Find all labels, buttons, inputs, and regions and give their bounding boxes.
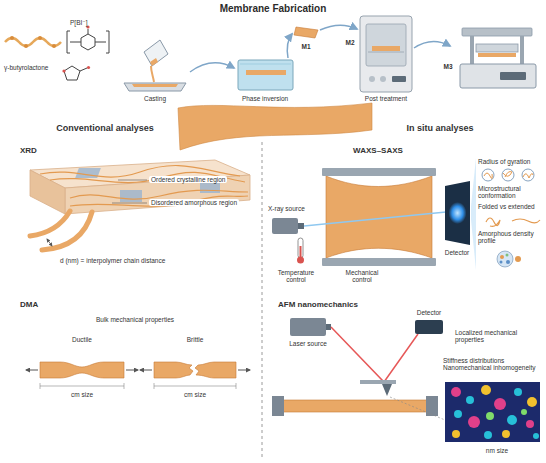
part-label: X-ray source (268, 205, 305, 212)
output-label: Stiffness distributions Nanomechanical i… (443, 357, 544, 372)
property-label: Bulk mechanical properties (65, 316, 205, 323)
part-label: Detector (409, 309, 449, 316)
output-label: Localized mechanical properties (455, 329, 543, 344)
method-heading: DMA (20, 300, 38, 309)
step-label: Post treatment (351, 95, 421, 102)
part-label: Detector (437, 249, 477, 256)
section-heading: In situ analyses (380, 123, 500, 133)
divider (262, 142, 263, 460)
scale-label: cm size (170, 391, 220, 398)
casting-setup (124, 40, 186, 91)
figure-title: Membrane Fabrication (163, 3, 383, 15)
process-arrow (320, 25, 357, 30)
step-label: Phase inversion (230, 95, 300, 102)
chemical-label: γ-butyrolactone (4, 64, 48, 71)
leader-line (118, 180, 147, 181)
process-arrow (287, 34, 292, 58)
polymer-chain (5, 25, 109, 53)
membrane-piece (294, 27, 318, 38)
output-label: Microstructural conformation (478, 185, 544, 200)
region-label: Disordered amorphous region (149, 199, 239, 206)
part-label: Laser source (283, 340, 333, 347)
section-heading: Conventional analyses (35, 123, 175, 133)
lactone-ring (62, 66, 90, 80)
dogbone-ductile (26, 362, 138, 389)
output-label: Amorphous density profile (478, 230, 544, 245)
process-arrow (414, 41, 450, 48)
scale-label: nm size (477, 447, 517, 454)
part-label: Mechanical control (338, 269, 386, 284)
output-label: Folded vs extended (478, 203, 544, 210)
region-label: Ordered crystalline region (149, 176, 227, 183)
output-label: Radius of gyration (478, 158, 544, 165)
oven (360, 16, 412, 92)
method-heading: AFM nanomechanics (278, 300, 358, 309)
scale-label: cm size (57, 391, 107, 398)
behavior-label: Brittle (170, 336, 220, 343)
membrane-label: M3 (438, 63, 458, 70)
dimension-label: d (nm) = interpolymer chain distance (60, 257, 165, 264)
part-label: Temperature control (273, 269, 319, 284)
xrd-slab (30, 160, 250, 250)
coagulation-bath (238, 60, 293, 90)
behavior-label: Ductile (57, 336, 107, 343)
process-arrow (190, 63, 234, 72)
hot-press (460, 28, 536, 88)
method-heading: XRD (20, 146, 37, 155)
method-heading: WAXS–SAXS (333, 146, 423, 155)
afm-setup (272, 318, 540, 442)
chemical-label: P[BI⁻] (70, 19, 88, 26)
membrane-label: M1 (296, 43, 316, 50)
waxs-saxs-setup (272, 158, 540, 270)
membrane-sheet (178, 103, 372, 150)
membrane-label: M2 (342, 39, 358, 46)
leader-line (112, 203, 147, 204)
step-label: Casting (125, 95, 185, 102)
dogbone-brittle (140, 362, 250, 389)
